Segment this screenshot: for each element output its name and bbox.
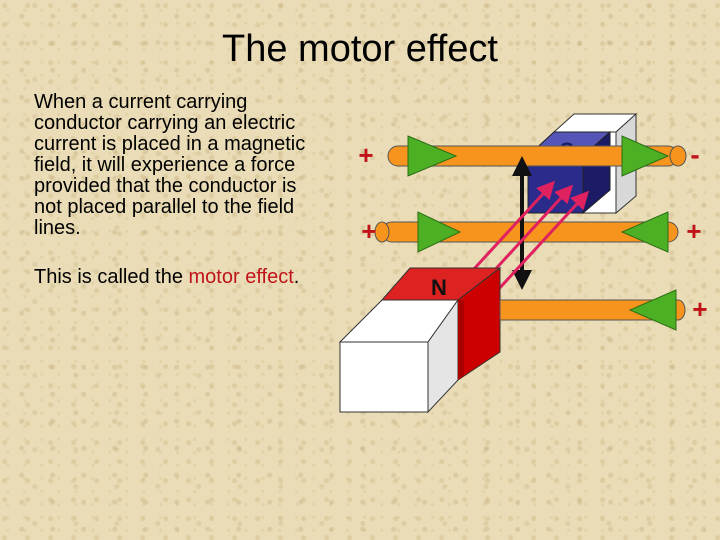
motor-effect-intro: This is called the [34,266,189,288]
wire-3: + [499,289,708,331]
force-arrow [512,156,532,290]
slide-title: The motor effect [222,28,498,70]
current-arrow [417,211,462,253]
positive-terminal: + [358,140,373,170]
current-arrow [628,289,677,331]
field-line [494,190,590,294]
positive-terminal: + [692,294,707,324]
north-magnet: N [338,266,502,414]
current-arrow [621,135,670,177]
current-arrow [407,135,458,177]
wire-1: + - [358,135,700,177]
field-line [460,180,556,284]
negative-terminal: - [690,139,699,170]
positive-terminal: + [686,216,701,246]
current-arrow [620,211,669,253]
north-pole-label: N [431,275,447,300]
motor-effect-period: . [293,266,300,288]
motor-effect-term: motor effect [188,266,294,288]
body-text: When a current carrying conductor carryi… [34,92,319,288]
positive-terminal: + [361,216,376,246]
definition-paragraph: When a current carrying conductor carryi… [34,91,306,239]
motor-effect-paragraph: This is called the motor effect. [34,267,319,288]
